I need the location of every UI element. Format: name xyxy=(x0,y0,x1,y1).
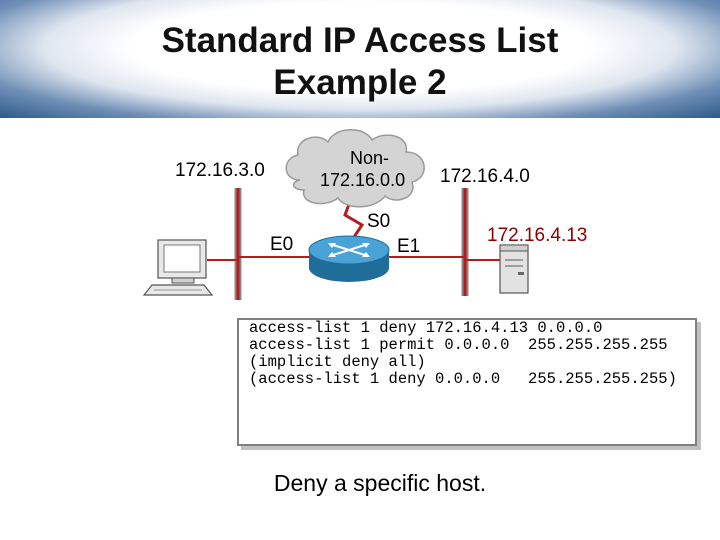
workstation-icon xyxy=(144,240,212,295)
acl-line-2: access-list 1 permit 0.0.0.0 255.255.255… xyxy=(249,337,668,354)
server-icon xyxy=(500,245,528,293)
cloud-label-line-1: Non- xyxy=(350,148,389,169)
interface-e0-label: E0 xyxy=(270,234,293,256)
acl-line-3: (implicit deny all) xyxy=(249,354,426,371)
right-subnet-label: 172.16.4.0 xyxy=(440,166,530,188)
acl-line-1: access-list 1 deny 172.16.4.13 0.0.0.0 xyxy=(249,320,602,337)
router-icon xyxy=(309,236,389,282)
interface-s0-label: S0 xyxy=(367,211,390,233)
access-list-box: access-list 1 deny 172.16.4.13 0.0.0.0 a… xyxy=(237,318,697,446)
acl-line-4: (access-list 1 deny 0.0.0.0 255.255.255.… xyxy=(249,371,677,388)
interface-e1-label: E1 xyxy=(397,236,420,258)
left-subnet-label: 172.16.3.0 xyxy=(175,160,265,182)
slide-caption: Deny a specific host. xyxy=(0,470,720,497)
server-address-label: 172.16.4.13 xyxy=(487,225,587,247)
cloud-label-line-2: 172.16.0.0 xyxy=(320,170,405,191)
